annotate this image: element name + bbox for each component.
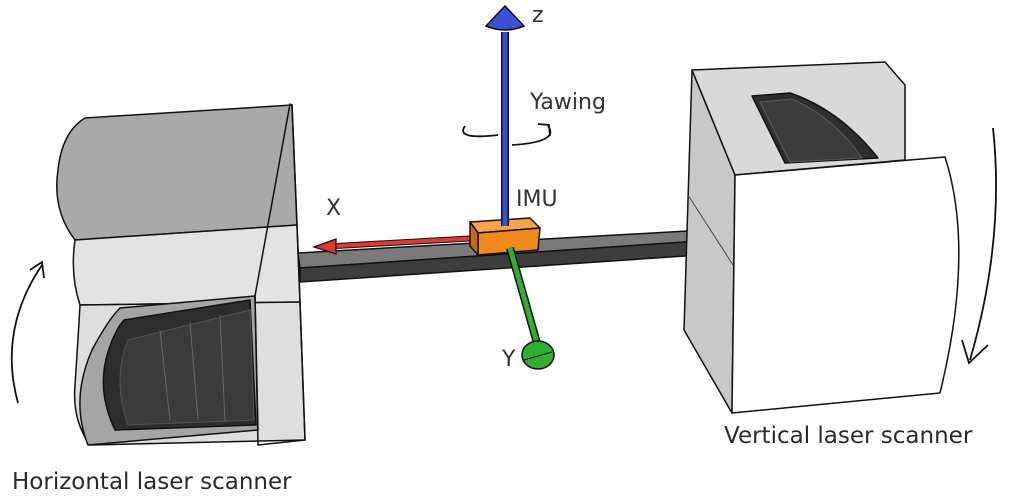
horizontal-laser-scanner bbox=[56, 103, 306, 446]
imu-label: IMU bbox=[516, 187, 558, 212]
imu-box bbox=[469, 217, 541, 256]
y-axis-arrow bbox=[506, 246, 555, 370]
yaw-rotation-arrow bbox=[462, 123, 552, 146]
roll-rotation-arrow-left bbox=[10, 260, 45, 404]
vertical-scanner-label: Vertical laser scanner bbox=[724, 423, 973, 449]
z-axis-arrow bbox=[484, 4, 526, 226]
x-axis-arrow bbox=[311, 235, 479, 255]
roll-rotation-arrow-right bbox=[961, 127, 997, 365]
horizontal-scanner-label: Horizontal laser scanner bbox=[12, 469, 292, 495]
x-axis-label: X bbox=[326, 196, 341, 221]
z-axis-label: z bbox=[532, 3, 544, 28]
vertical-laser-scanner bbox=[683, 61, 960, 414]
yawing-label: Yawing bbox=[529, 90, 606, 115]
y-axis-label: Y bbox=[501, 347, 516, 372]
